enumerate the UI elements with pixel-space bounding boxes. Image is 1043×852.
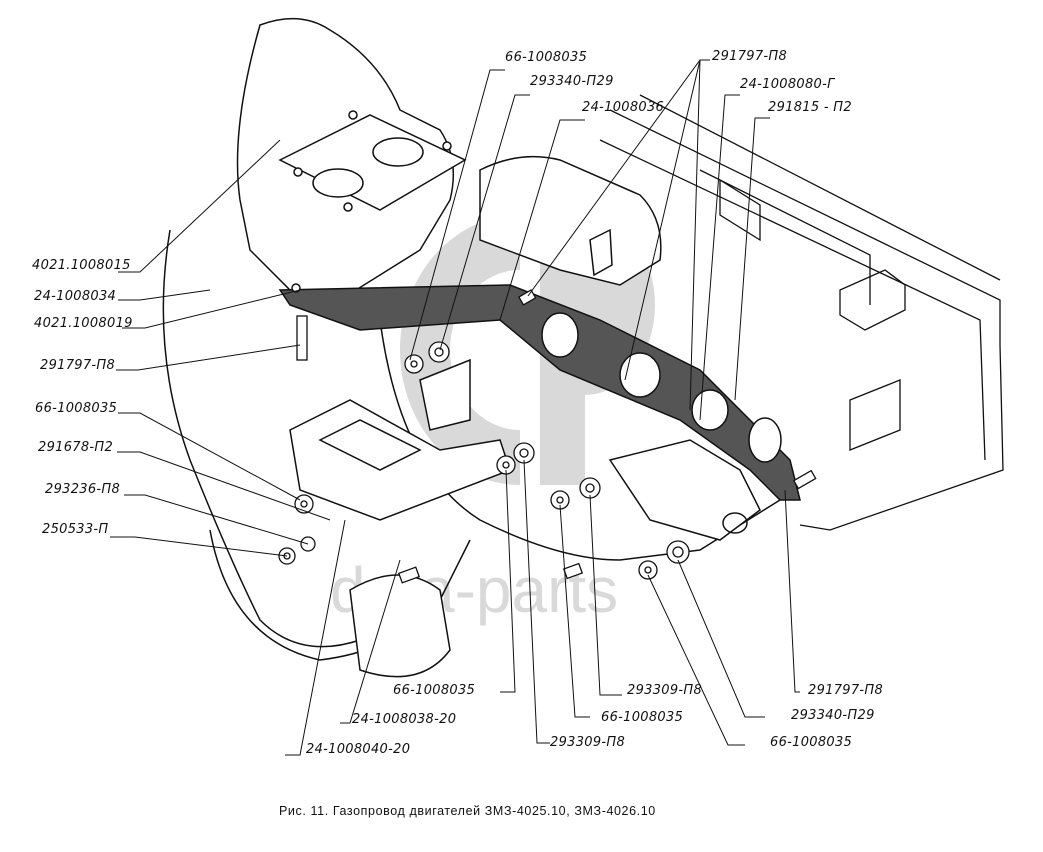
callout-label: 24-1008036 — [582, 100, 665, 115]
stud-icon — [296, 315, 308, 361]
callout-label: 66-1008035 — [601, 710, 684, 725]
callout-label: 293340-П29 — [791, 708, 875, 723]
callout-label: 4021.1008015 — [32, 258, 131, 273]
callout-label: 66-1008035 — [770, 735, 853, 750]
callout-label: 66-1008035 — [393, 683, 476, 698]
callout-label: 293236-П8 — [45, 482, 121, 497]
callout-label: 24-1008040-20 — [306, 742, 411, 757]
stud-icon — [792, 469, 817, 490]
stud-icon — [518, 289, 537, 306]
callout-label: 291797-П8 — [808, 683, 884, 698]
intake-manifold — [236, 17, 662, 301]
leader-lines — [110, 59, 800, 756]
stud-icon — [562, 562, 584, 580]
exhaust-manifold — [162, 229, 781, 678]
callout-label: 291678-П2 — [38, 440, 114, 455]
callout-label: 250533-П — [42, 522, 109, 537]
callout-label: 291797-П8 — [712, 49, 788, 64]
callout-label: 66-1008035 — [35, 401, 118, 416]
callout-label: 66-1008035 — [505, 50, 588, 65]
callout-label: 291815 - П2 — [768, 100, 852, 115]
stud-icon — [397, 566, 421, 584]
callout-label: 24-1008080-Г — [740, 77, 835, 92]
callout-label: 293309-П8 — [550, 735, 626, 750]
callout-label: 24-1008034 — [34, 289, 117, 304]
callout-label: 24-1008038-20 — [352, 712, 457, 727]
figure-caption: Рис. 11. Газопровод двигателей ЗМЗ-4025.… — [279, 804, 656, 818]
callout-label: 293340-П29 — [530, 74, 614, 89]
callout-label: 293309-П8 — [627, 683, 703, 698]
callout-label: 291797-П8 — [40, 358, 116, 373]
manifold-gasket — [278, 283, 801, 501]
callout-label: 4021.1008019 — [34, 316, 133, 331]
